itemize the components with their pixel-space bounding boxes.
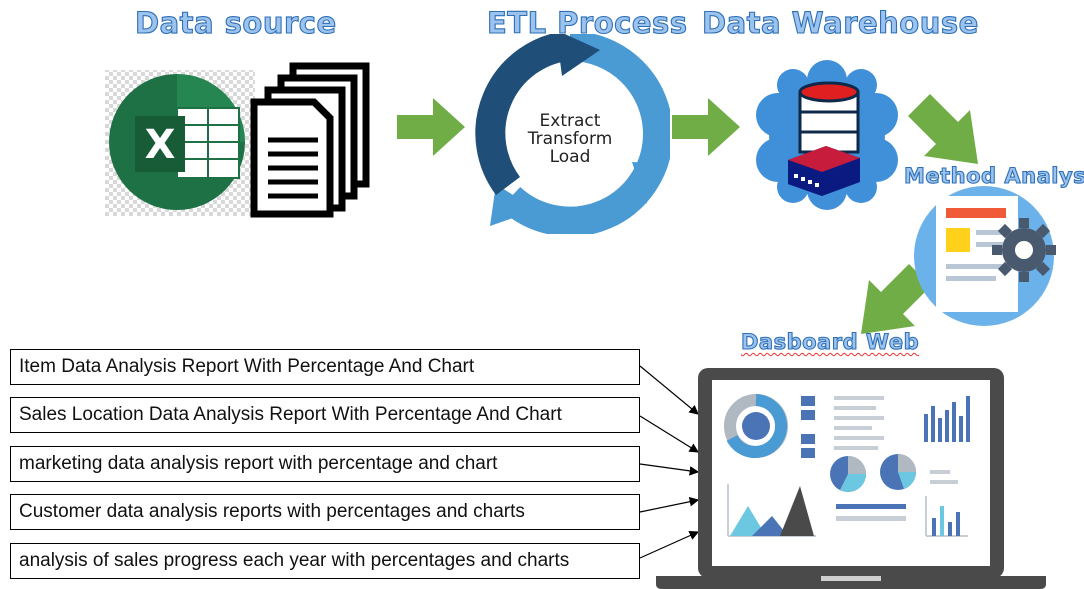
method-analysis-heading: Method Analysis <box>903 163 1084 188</box>
report-item-1: Item Data Analysis Report With Percentag… <box>10 349 640 385</box>
documents-icon <box>250 62 370 218</box>
warehouse-building-icon <box>788 146 860 196</box>
connector-arrow <box>639 365 699 415</box>
laptop-dashboard-icon <box>656 368 1046 589</box>
dashboard-web-heading: Dasboard Web <box>740 329 920 354</box>
excel-icon: X <box>105 70 255 216</box>
report-item-3: marketing data analysis report with perc… <box>10 446 640 482</box>
data-source-heading: Data source <box>134 5 337 40</box>
donut-chart-icon <box>724 394 788 458</box>
connector-arrow <box>639 531 700 559</box>
excel-letter: X <box>145 122 176 168</box>
area-chart-icon <box>727 484 816 537</box>
data-warehouse-heading: Data Warehouse <box>701 5 979 40</box>
dashboard-web-label: Dasboard Web <box>740 329 920 354</box>
pie-chart-icon <box>830 456 866 492</box>
report-connectors <box>639 365 700 559</box>
etl-transform-label: Transform <box>527 129 613 149</box>
connector-arrow <box>639 497 700 513</box>
report-item-4: Customer data analysis reports with perc… <box>10 494 640 530</box>
connector-arrow <box>639 463 700 476</box>
report-item-5: analysis of sales progress each year wit… <box>10 543 640 579</box>
connector-arrow <box>639 415 700 453</box>
gear-icon <box>992 218 1056 282</box>
bar-chart-icon <box>924 396 970 442</box>
arrow-down-left-icon <box>861 264 931 334</box>
etl-extract-label: Extract <box>540 111 601 131</box>
database-icon <box>798 81 860 154</box>
method-analysis-icon <box>914 186 1056 326</box>
arrow-right-icon <box>397 98 465 156</box>
arrow-down-right-icon <box>908 94 978 164</box>
etl-load-label: Load <box>550 147 591 167</box>
data-warehouse-icon <box>756 60 898 210</box>
arrow-right-icon <box>672 98 740 156</box>
etl-cycle-icon: Extract Transform Load <box>475 34 670 234</box>
report-item-2: Sales Location Data Analysis Report With… <box>10 397 640 433</box>
bar-chart-icon <box>925 496 968 537</box>
pie-chart-icon <box>880 454 916 490</box>
